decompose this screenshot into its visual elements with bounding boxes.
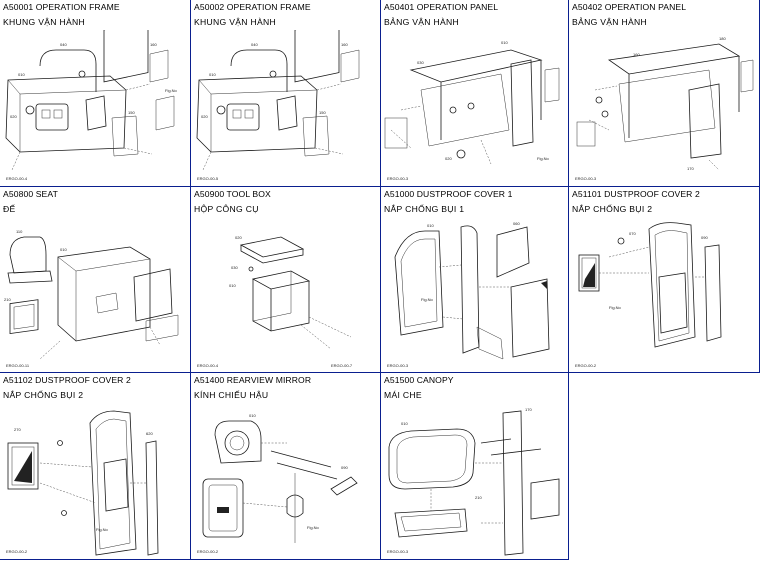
svg-text:ERGO-00-4: ERGO-00-4 — [6, 176, 28, 181]
svg-text:040: 040 — [60, 42, 67, 47]
svg-text:160: 160 — [633, 52, 640, 57]
cell-code: A51102 DUSTPROOF COVER 2 — [3, 375, 131, 385]
cell-vietnamese-title: HỘP CÔNG CỤ — [194, 204, 259, 214]
svg-text:010: 010 — [501, 40, 508, 45]
svg-text:170: 170 — [525, 407, 532, 412]
svg-text:ERGO-00-7: ERGO-00-7 — [331, 363, 353, 368]
cell-code: A50402 OPERATION PANEL — [572, 2, 687, 12]
svg-text:020: 020 — [235, 235, 242, 240]
catalog-cell-a51102[interactable]: A51102 DUSTPROOF COVER 2 NẮP CHỐNG BỤI 2… — [0, 373, 191, 560]
cell-vietnamese-title: KÍNH CHIẾU HẬU — [194, 390, 269, 400]
svg-text:ERGO-00-5: ERGO-00-5 — [197, 176, 219, 181]
cell-code: A50401 OPERATION PANEL — [384, 2, 499, 12]
catalog-cell-a50401[interactable]: A50401 OPERATION PANEL BẢNG VẬN HÀNH 010… — [381, 0, 569, 187]
svg-text:210: 210 — [4, 297, 11, 302]
cell-vietnamese-title: NẮP CHỐNG BỤI 1 — [384, 204, 465, 214]
svg-text:ERGO-00-4: ERGO-00-4 — [197, 363, 219, 368]
cell-vietnamese-title: BẢNG VẬN HÀNH — [384, 17, 460, 27]
catalog-cell-a50001[interactable]: A50001 OPERATION FRAME KHUNG VẬN HÀNH 01… — [0, 0, 191, 187]
cell-code: A51000 DUSTPROOF COVER 1 — [384, 189, 513, 199]
svg-text:270: 270 — [14, 427, 21, 432]
svg-text:ERGO-00-3: ERGO-00-3 — [387, 363, 409, 368]
svg-text:160: 160 — [341, 42, 348, 47]
cell-vietnamese-title: NẮP CHỐNG BỤI 2 — [572, 204, 653, 214]
svg-text:ERGO-00-3: ERGO-00-3 — [387, 176, 409, 181]
svg-text:620: 620 — [146, 431, 153, 436]
svg-text:010: 010 — [60, 247, 67, 252]
svg-text:ERGO-00-11: ERGO-00-11 — [6, 363, 30, 368]
svg-text:210: 210 — [475, 495, 482, 500]
canopy-diagram: 010 170 210 ERGO-00-3 — [387, 407, 560, 556]
svg-text:110: 110 — [16, 229, 23, 234]
svg-text:ERGO-00-3: ERGO-00-3 — [575, 176, 597, 181]
svg-text:090: 090 — [701, 235, 708, 240]
svg-text:ERGO-00-3: ERGO-00-3 — [387, 549, 409, 554]
svg-text:010: 010 — [229, 283, 236, 288]
svg-text:020: 020 — [445, 156, 452, 161]
cell-code: A50002 OPERATION FRAME — [194, 2, 311, 12]
cell-code: A51500 CANOPY — [384, 375, 454, 385]
cell-vietnamese-title: KHUNG VẬN HÀNH — [3, 17, 86, 27]
catalog-cell-a51000[interactable]: A51000 DUSTPROOF COVER 1 NẮP CHỐNG BỤI 1… — [381, 187, 569, 373]
cell-vietnamese-title: NẮP CHỐNG BỤI 2 — [3, 390, 84, 400]
catalog-cell-a51400[interactable]: A51400 REARVIEW MIRROR KÍNH CHIẾU HẬU 01… — [191, 373, 381, 560]
svg-text:Fig.No: Fig.No — [165, 88, 178, 93]
cell-code: A50800 SEAT — [3, 189, 58, 199]
operation-panel-diagram: 160 180 170 ERGO-00-3 — [575, 36, 754, 181]
empty-cell — [569, 373, 760, 560]
cell-code: A51400 REARVIEW MIRROR — [194, 375, 312, 385]
svg-text:040: 040 — [251, 42, 258, 47]
svg-text:Fig.No: Fig.No — [537, 156, 550, 161]
cell-code: A51101 DUSTPROOF COVER 2 — [572, 189, 700, 199]
svg-text:150: 150 — [128, 110, 135, 115]
svg-text:060: 060 — [513, 221, 520, 226]
svg-text:ERGO-00-2: ERGO-00-2 — [575, 363, 597, 368]
tool-box-diagram: 020 030 010 ERGO-00-7 ERGO-00-4 — [197, 235, 353, 368]
catalog-cell-a50402[interactable]: A50402 OPERATION PANEL BẢNG VẬN HÀNH 160… — [569, 0, 760, 187]
cell-code: A50001 OPERATION FRAME — [3, 2, 120, 12]
cell-vietnamese-title: ĐẾ — [3, 204, 16, 214]
svg-text:020: 020 — [10, 114, 17, 119]
svg-text:010: 010 — [249, 413, 256, 418]
svg-text:ERGO-00-2: ERGO-00-2 — [197, 549, 219, 554]
svg-text:010: 010 — [401, 421, 408, 426]
cell-vietnamese-title: KHUNG VẬN HÀNH — [194, 17, 277, 27]
catalog-cell-a51500[interactable]: A51500 CANOPY MÁI CHE 010 170 210 ERGO-00-… — [381, 373, 569, 560]
svg-text:180: 180 — [719, 36, 726, 41]
svg-text:010: 010 — [18, 72, 25, 77]
catalog-cell-a51101[interactable]: A51101 DUSTPROOF COVER 2 NẮP CHỐNG BỤI 2… — [569, 187, 760, 373]
svg-text:Fig.No: Fig.No — [421, 297, 434, 302]
cell-vietnamese-title: MÁI CHE — [384, 390, 422, 400]
svg-text:Fig.No: Fig.No — [96, 527, 109, 532]
cell-vietnamese-title: BẢNG VẬN HÀNH — [572, 17, 648, 27]
svg-text:030: 030 — [417, 60, 424, 65]
svg-text:070: 070 — [629, 231, 636, 236]
operation-frame-diagram: 010 040 160 020 150 Fig.No ERGO-00-4 — [5, 30, 178, 181]
svg-text:090: 090 — [341, 465, 348, 470]
svg-text:170: 170 — [687, 166, 694, 171]
catalog-cell-a50800[interactable]: A50800 SEAT ĐẾ 110 010 210 ERGO-00-11 — [0, 187, 191, 373]
svg-text:ERGO-00-2: ERGO-00-2 — [6, 549, 28, 554]
operation-frame-diagram: 010 040 160 020 150 ERGO-00-5 — [196, 30, 360, 181]
svg-text:150: 150 — [319, 110, 326, 115]
catalog-cell-a50900[interactable]: A50900 TOOL BOX HỘP CÔNG CỤ 020 030 010 ER… — [191, 187, 381, 373]
svg-text:030: 030 — [231, 265, 238, 270]
parts-catalog-grid: A50001 OPERATION FRAME KHUNG VẬN HÀNH 01… — [0, 0, 760, 560]
svg-text:010: 010 — [427, 223, 434, 228]
svg-text:010: 010 — [209, 72, 216, 77]
cell-code: A50900 TOOL BOX — [194, 189, 271, 199]
catalog-cell-a50002[interactable]: A50002 OPERATION FRAME KHUNG VẬN HÀNH 01… — [191, 0, 381, 187]
svg-text:Fig.No: Fig.No — [609, 305, 622, 310]
seat-diagram: 110 010 210 ERGO-00-11 — [4, 229, 179, 368]
svg-text:Fig.No: Fig.No — [307, 525, 320, 530]
svg-text:020: 020 — [201, 114, 208, 119]
svg-text:160: 160 — [150, 42, 157, 47]
